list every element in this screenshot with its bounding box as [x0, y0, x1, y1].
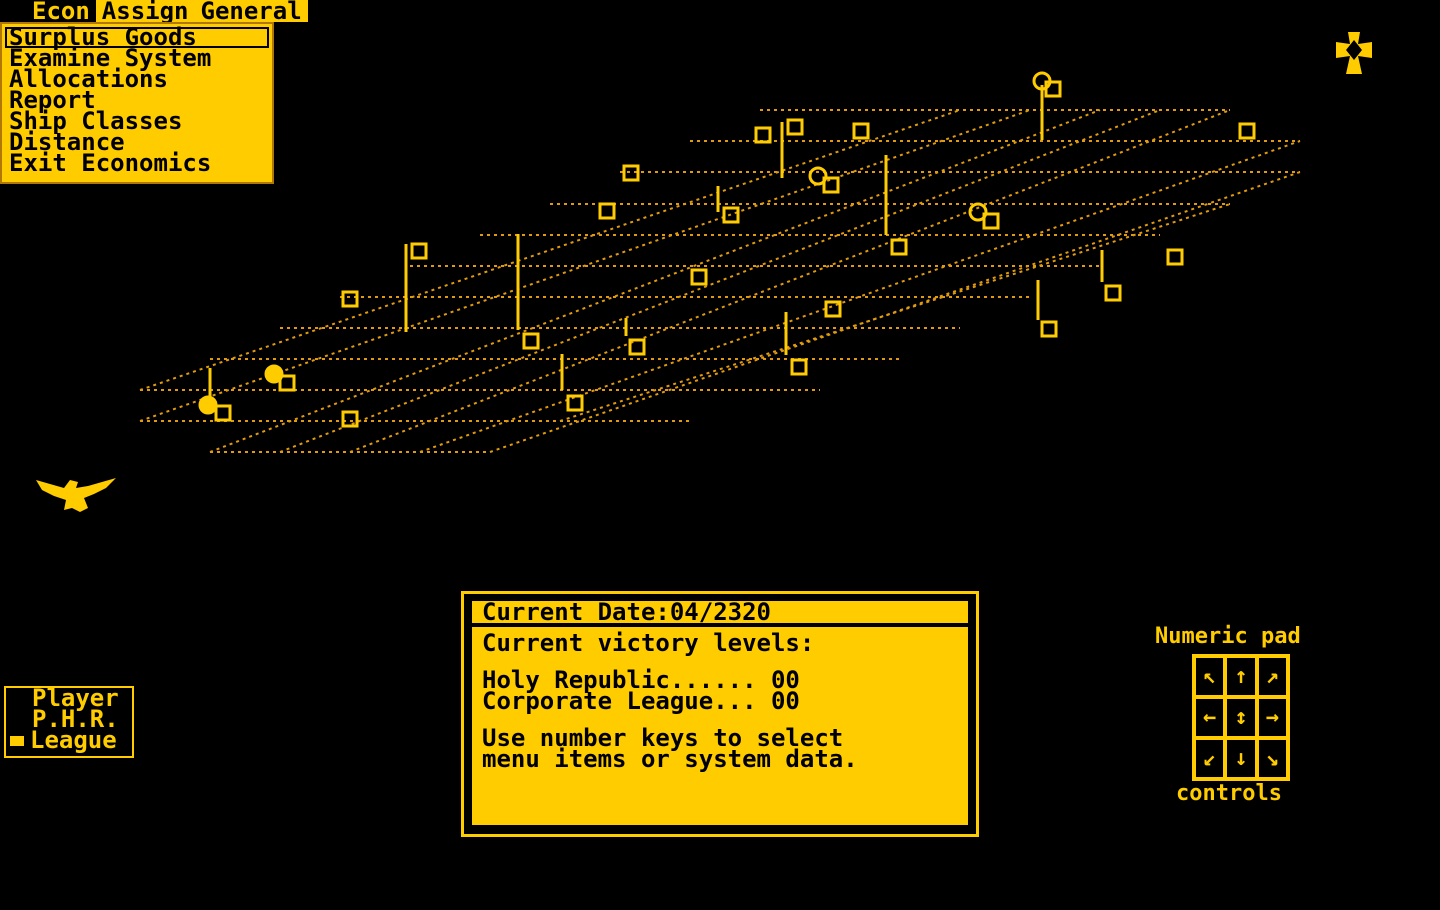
player-option-league[interactable]: League	[6, 728, 132, 752]
player-title: Player	[32, 684, 119, 712]
selected-bullet-icon	[10, 736, 24, 746]
hint-line-2: menu items or system data.	[482, 745, 858, 773]
holy-republic-score: Holy Republic...... 00	[482, 666, 800, 694]
pad-up-down-icon[interactable]: ↕	[1225, 697, 1257, 738]
pad-left-icon[interactable]: ←	[1194, 697, 1226, 738]
corporate-league-score: Corporate League... 00	[482, 687, 800, 715]
hint-line-1: Use number keys to select	[482, 724, 844, 752]
pad-up-icon[interactable]: ↑	[1225, 656, 1257, 697]
menu-item-examine-system[interactable]: Examine System	[9, 44, 212, 72]
status-panel: Current Date:04/2320 Current victory lev…	[461, 591, 979, 837]
numeric-pad: ↖ ↑ ↗ ← ↕ → ↙ ↓ ↘	[1192, 654, 1290, 781]
menu-general[interactable]: General	[194, 0, 308, 23]
status-panel-body: Current victory levels: Holy Republic...…	[472, 627, 968, 825]
numeric-pad-title: Numeric pad	[1155, 624, 1301, 649]
victory-heading: Current victory levels:	[482, 629, 815, 657]
pad-down-icon[interactable]: ↓	[1225, 738, 1257, 779]
menu-bar: Econ Assign General	[0, 0, 308, 23]
menu-item-surplus-goods[interactable]: Surplus Goods	[5, 25, 269, 49]
pad-down-left-icon[interactable]: ↙	[1194, 738, 1226, 779]
numeric-pad-footer: controls	[1176, 781, 1282, 806]
current-date-title: Current Date:04/2320	[472, 600, 968, 624]
player-option-phr[interactable]: P.H.R.	[32, 705, 119, 733]
pad-right-icon[interactable]: →	[1256, 697, 1288, 738]
map-grid	[139, 109, 1301, 453]
econ-dropdown-menu: Surplus Goods Examine System Allocations…	[0, 22, 274, 184]
menu-item-allocations[interactable]: Allocations	[9, 65, 168, 93]
menu-item-distance[interactable]: Distance	[9, 128, 125, 156]
menu-item-exit-economics[interactable]: Exit Economics	[9, 149, 212, 177]
player-option-league-label: League	[30, 726, 117, 754]
cross-emblem-icon	[1336, 32, 1372, 74]
player-selector: Player P.H.R. League	[4, 686, 134, 758]
menu-item-report[interactable]: Report	[9, 86, 96, 114]
pad-up-right-icon[interactable]: ↗	[1256, 656, 1288, 697]
star-systems	[198, 71, 1256, 428]
eagle-emblem-icon	[36, 478, 116, 512]
menu-assign[interactable]: Assign	[95, 0, 195, 23]
pad-up-left-icon[interactable]: ↖	[1194, 656, 1226, 697]
pad-down-right-icon[interactable]: ↘	[1256, 738, 1288, 779]
menu-item-ship-classes[interactable]: Ship Classes	[9, 107, 183, 135]
menu-econ[interactable]: Econ	[0, 0, 96, 23]
